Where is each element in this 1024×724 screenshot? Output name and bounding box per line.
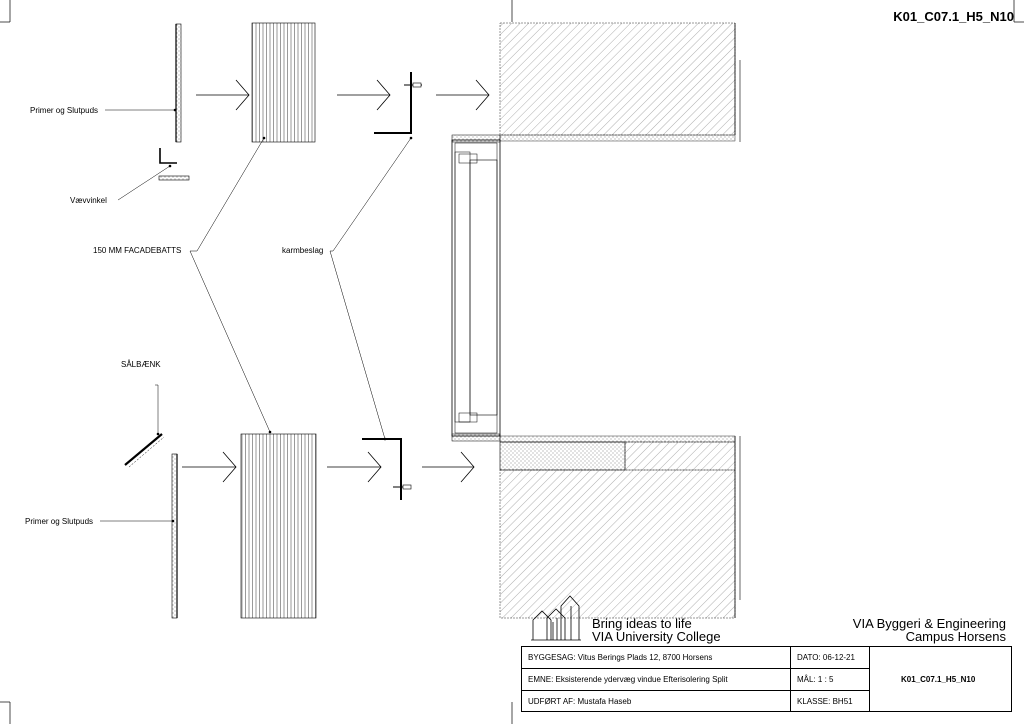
arrow-icon <box>196 79 250 111</box>
via-logo-icon <box>531 595 581 641</box>
label-vaevvinkel: Vævvinkel <box>70 196 107 205</box>
title-block <box>521 646 1012 712</box>
field-code: K01_C07.1_H5_N10 <box>901 675 976 684</box>
field-emne: EMNE: Eksisterende ydervæg vindue Efteri… <box>528 675 728 684</box>
field-udfoert: UDFØRT AF: Mustafa Haseb <box>528 697 632 706</box>
render-strip-bottom <box>171 453 178 619</box>
label-facadebatts: 150 MM FACADEBATTS <box>93 246 181 255</box>
field-dato: DATO: 06-12-21 <box>797 653 855 662</box>
arrow-icon <box>436 79 490 111</box>
facadebatts-panel-top <box>251 22 316 143</box>
field-klasse: KLASSE: BH51 <box>797 697 853 706</box>
field-byggesag: BYGGESAG: Vitus Berings Plads 12, 8700 H… <box>528 653 713 662</box>
arrow-icon <box>327 451 382 483</box>
arrow-icon <box>422 451 475 483</box>
divider <box>790 646 791 712</box>
label-primer-bottom: Primer og Slutpuds <box>25 517 93 526</box>
drawing-code: K01_C07.1_H5_N10 <box>893 9 1014 24</box>
label-karmbeslag: karmbeslag <box>282 246 323 255</box>
wall-section-top <box>499 22 741 142</box>
arrow-icon <box>337 79 391 111</box>
render-strip-top <box>175 23 182 143</box>
brand-campus: Campus Horsens <box>905 629 1006 644</box>
divider <box>521 690 869 691</box>
weave-angle <box>158 148 190 181</box>
label-primer-top: Primer og Slutpuds <box>30 106 98 115</box>
window-frame <box>451 134 501 442</box>
frame-bracket-top <box>374 72 422 134</box>
frame-bracket-bottom <box>362 438 412 500</box>
arrow-icon <box>182 451 237 483</box>
brand-dept: VIA Byggeri & Engineering <box>852 616 1006 631</box>
divider <box>521 668 869 669</box>
leader-dots <box>156 108 413 523</box>
brand-school: VIA University College <box>592 629 721 644</box>
sill-board <box>124 433 165 468</box>
wall-section-bottom <box>499 435 741 619</box>
field-maal: MÅL: 1 : 5 <box>797 675 834 684</box>
leader-lines <box>100 109 412 522</box>
facadebatts-panel-bottom <box>240 433 317 619</box>
brand-tagline: Bring ideas to life <box>592 616 692 631</box>
divider <box>869 646 870 712</box>
label-salbaenk: SÅLBÆNK <box>121 360 161 369</box>
